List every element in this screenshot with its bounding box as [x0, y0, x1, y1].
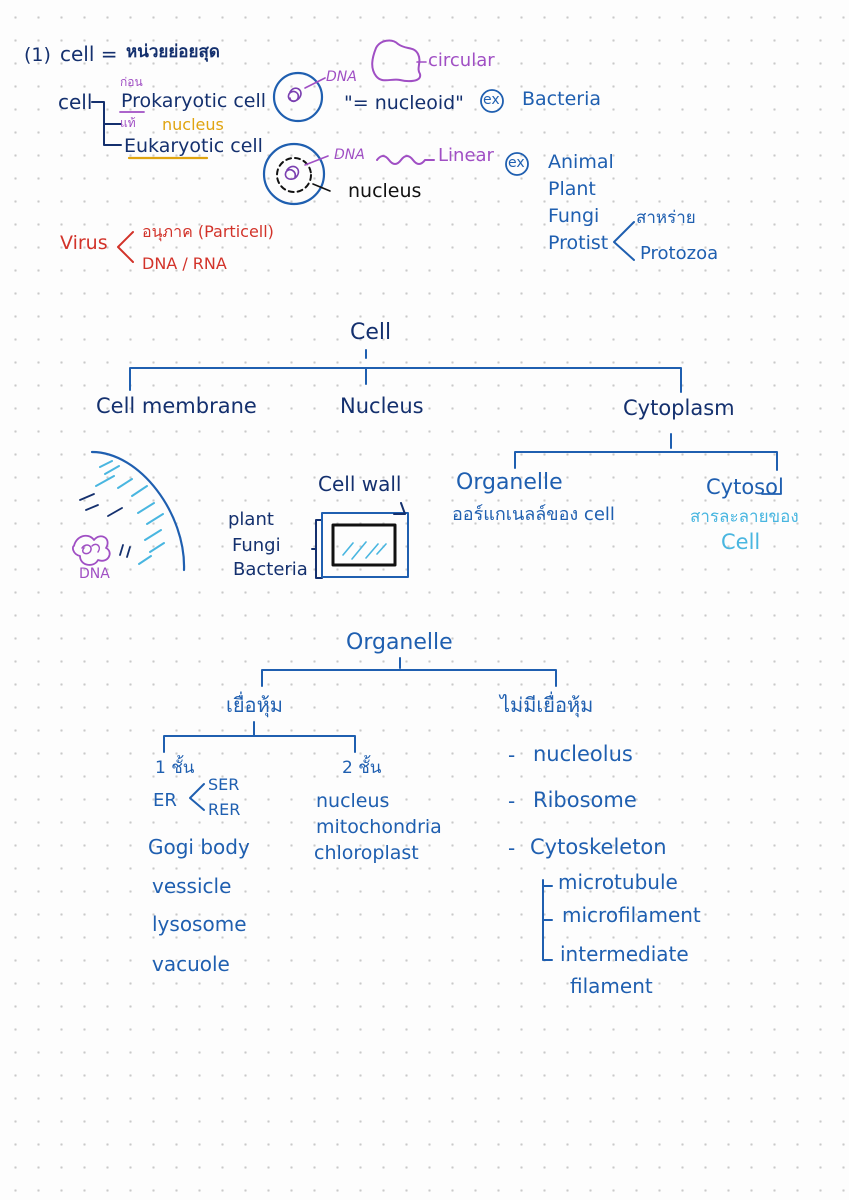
cell-branch-label: cell — [58, 90, 93, 114]
golgi-label: Gogi body — [148, 835, 250, 859]
ser-label: SER — [208, 775, 240, 794]
wall-org-plant: plant — [228, 509, 274, 530]
pro-dna-label: DNA — [326, 69, 357, 85]
eu-dna-label: DNA — [334, 147, 365, 163]
wall-org-bacteria: Bacteria — [233, 559, 308, 580]
filament-label: filament — [570, 974, 653, 998]
cell-wall-label: Cell wall — [318, 472, 402, 496]
lysosome-label: lysosome — [152, 912, 247, 936]
dash-ribosome: - — [508, 789, 516, 813]
ribosome-label: Ribosome — [533, 788, 637, 812]
nucleus-note: nucleus — [162, 115, 224, 134]
nucleolus-label: nucleolus — [533, 742, 633, 766]
circular-label: circular — [428, 50, 495, 71]
virus-genome: DNA / RNA — [142, 254, 227, 273]
section-number: (1) — [24, 44, 51, 66]
rer-label: RER — [208, 800, 241, 819]
bacteria-label: Bacteria — [522, 88, 601, 110]
wall-org-fungi: Fungi — [232, 535, 281, 556]
protist-algae: สาหร่าย — [636, 208, 696, 228]
cytosol-label: Cytosol — [706, 475, 784, 499]
cytoplasm-label: Cytoplasm — [623, 396, 735, 420]
cell-membrane-label: Cell membrane — [96, 394, 257, 418]
two-mitochondria-label: mitochondria — [316, 816, 442, 838]
cell-tree-root: Cell — [350, 320, 392, 345]
example-plant: Plant — [548, 178, 596, 200]
one-layer-label: 1 ชั้น — [155, 758, 195, 778]
no-membrane-label: ไม่มีเยื่อหุ้ม — [500, 693, 594, 717]
membrane-bound-label: เยื่อหุ้ม — [226, 693, 283, 717]
example-protist: Protist — [548, 232, 609, 254]
nucleoid-label: "= nucleoid" — [344, 92, 464, 114]
virus-particle: อนุภาค (Particell) — [142, 222, 274, 241]
virus-label: Virus — [60, 232, 108, 254]
nucleus-branch-label: Nucleus — [340, 394, 424, 418]
dash-cytoskeleton: - — [508, 836, 516, 860]
microfilament-label: microfilament — [562, 903, 701, 927]
cell-definition-label: cell = — [60, 42, 118, 66]
cytosol-cell-label: Cell — [721, 530, 761, 554]
organelle-branch-label: Organelle — [456, 470, 563, 495]
pro-thai-note: ก่อน — [120, 75, 143, 89]
organelle-tree-root: Organelle — [346, 630, 453, 655]
linear-label: Linear — [438, 145, 494, 166]
nucleus-diagram-label: nucleus — [348, 180, 422, 202]
eu-thai-note: แท้ — [120, 116, 136, 130]
eukaryotic-label: Eukaryotic cell — [124, 135, 263, 157]
membrane-dna-label: DNA — [79, 566, 110, 582]
example-animal: Animal — [548, 151, 614, 173]
ex-eukaryote-marker: ex — [508, 155, 525, 171]
protist-protozoa: Protozoa — [640, 243, 719, 264]
two-layer-label: 2 ชั้น — [342, 758, 382, 778]
example-fungi: Fungi — [548, 205, 600, 227]
two-nucleus-label: nucleus — [316, 790, 390, 812]
prokaryotic-label: Prokaryotic cell — [121, 90, 267, 112]
cytosol-thai-label: สารละลายของ — [690, 507, 799, 527]
er-label: ER — [153, 790, 177, 811]
two-chloroplast-label: chloroplast — [314, 842, 419, 864]
cell-definition-thai: หน่วยย่อยสุด — [126, 42, 220, 62]
intermediate-label: intermediate — [560, 942, 689, 966]
cytoskeleton-label: Cytoskeleton — [530, 835, 667, 859]
vesicle-label: vessicle — [152, 874, 232, 898]
microtubule-label: microtubule — [558, 870, 678, 894]
vacuole-label: vacuole — [152, 952, 230, 976]
dash-nucleolus: - — [508, 743, 516, 767]
ex-bacteria-marker: ex — [483, 92, 500, 108]
organelle-thai-label: ออร์แกเนลล์ของ cell — [452, 504, 615, 525]
